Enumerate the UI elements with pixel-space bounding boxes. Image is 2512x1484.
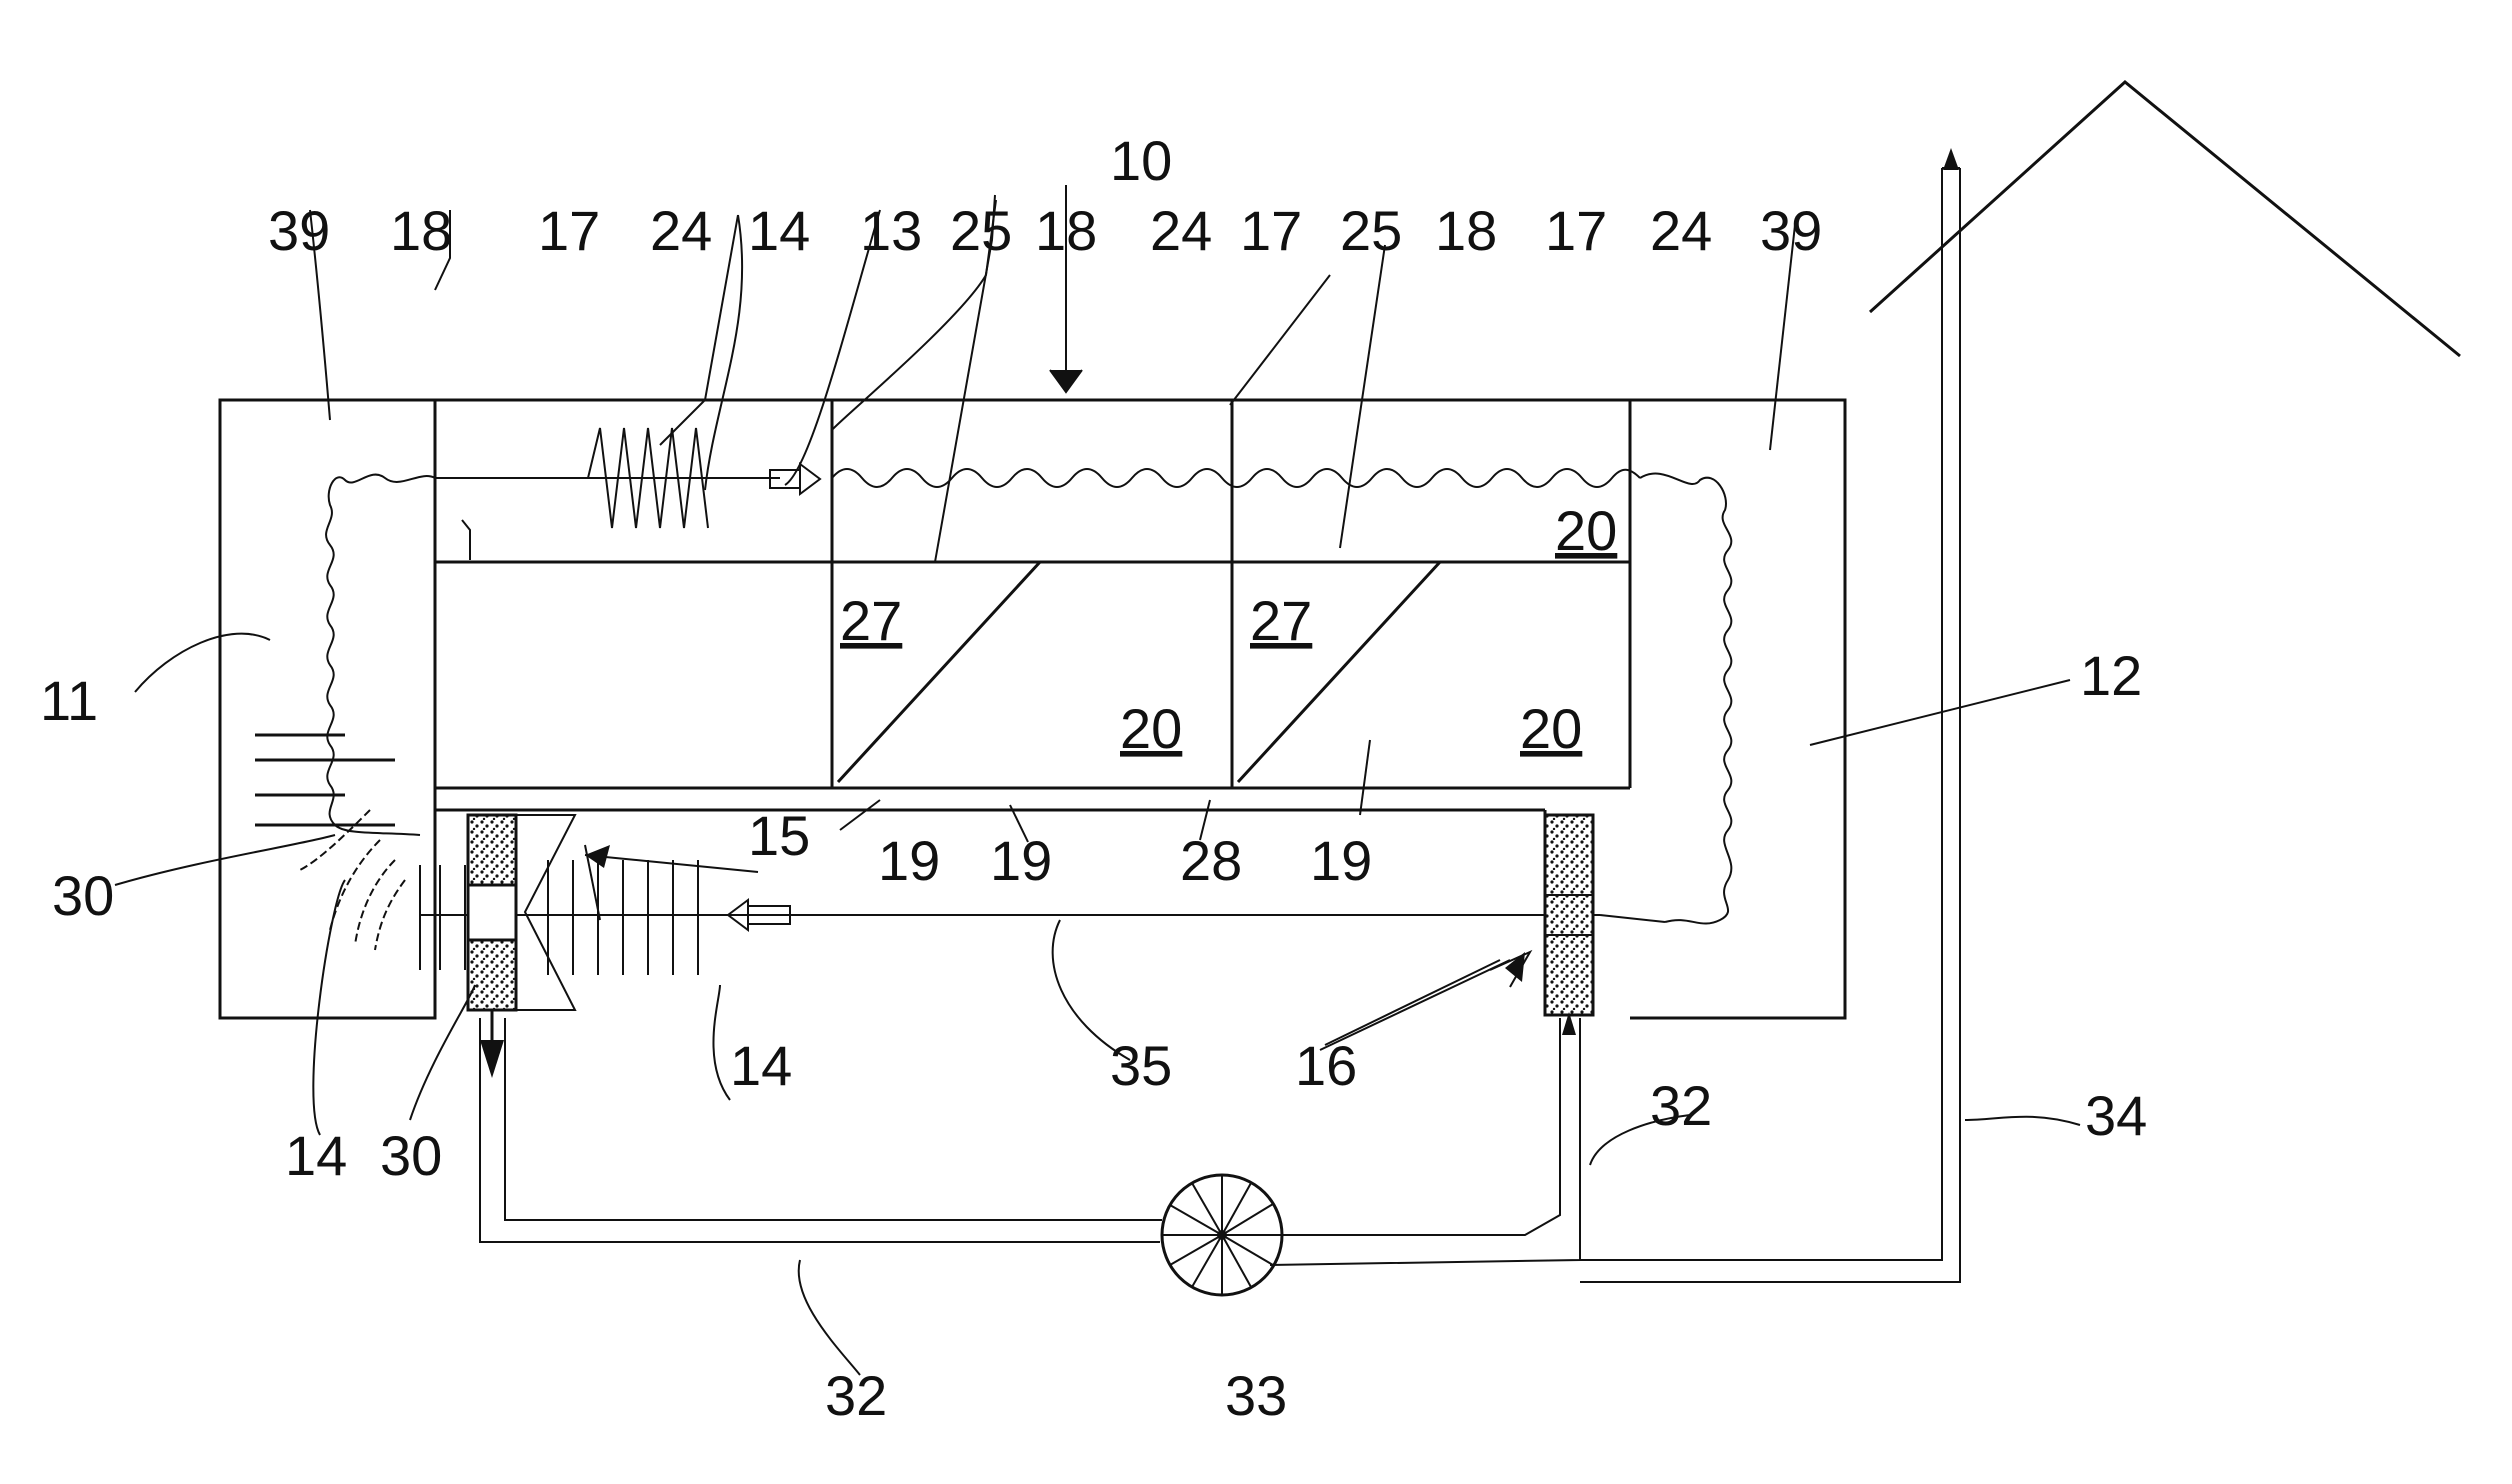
label-18c: 18 [1435,199,1497,262]
label-20a: 20 [1555,499,1617,562]
left-valve-flap [516,815,575,1010]
label-20c: 20 [1520,697,1582,760]
right-wavy-wire [1640,474,1731,924]
label-10: 10 [1110,129,1172,192]
label-27a: 27 [840,589,902,652]
label-18a: 18 [390,199,452,262]
label-17a: 17 [538,199,600,262]
roof-outline [1870,82,2460,356]
housing-left-chamber [220,400,435,1018]
leader-lines [115,185,2080,1375]
label-32b: 32 [825,1364,887,1427]
label-25a: 25 [950,199,1012,262]
right-valve-block [1545,815,1593,1015]
exhaust-arrow [1943,148,1959,170]
label-14c: 14 [730,1034,792,1097]
label-30b: 30 [380,1124,442,1187]
label-32a: 32 [1650,1074,1712,1137]
label-24a: 24 [650,199,712,262]
label-19b: 19 [990,829,1052,892]
left-wavy-wire [326,475,435,835]
label-27b: 27 [1250,589,1312,652]
label-14a: 14 [748,199,810,262]
label-35: 35 [1110,1034,1172,1097]
upper-wavy-wire [832,469,1640,487]
left-duct-outer [480,1018,1160,1242]
left-valve-opening [468,885,516,940]
label-19a: 19 [878,829,940,892]
label-24c: 24 [1650,199,1712,262]
label-18b: 18 [1035,199,1097,262]
label-19c: 19 [1310,829,1372,892]
label-28: 28 [1180,829,1242,892]
label-14b: 14 [285,1124,347,1187]
label-34: 34 [2085,1084,2147,1147]
left-valve-arrow [480,1040,504,1078]
label-11: 11 [40,669,98,732]
label-17c: 17 [1545,199,1607,262]
label-39b: 39 [1760,199,1822,262]
lower-heater-fins [420,860,698,975]
label-12: 12 [2080,644,2142,707]
label-30a: 30 [52,864,114,927]
exhaust-duct-outer [1580,168,1960,1282]
left-duct-inner [505,1018,1162,1220]
label-33: 33 [1225,1364,1287,1427]
label-39a: 39 [268,199,330,262]
label-16: 16 [1295,1034,1357,1097]
label-20b: 20 [1120,697,1182,760]
label-17b: 17 [1240,199,1302,262]
label-24b: 24 [1150,199,1212,262]
fan [1162,1175,1282,1295]
label-15: 15 [748,804,810,867]
housing-right-chamber [1630,400,1845,1018]
label-25b: 25 [1340,199,1402,262]
exhaust-duct-inner [1580,168,1942,1260]
lower-heater-wire-end [1600,915,1665,922]
upper-wire-arrow [800,464,820,494]
label-13: 13 [860,199,922,262]
